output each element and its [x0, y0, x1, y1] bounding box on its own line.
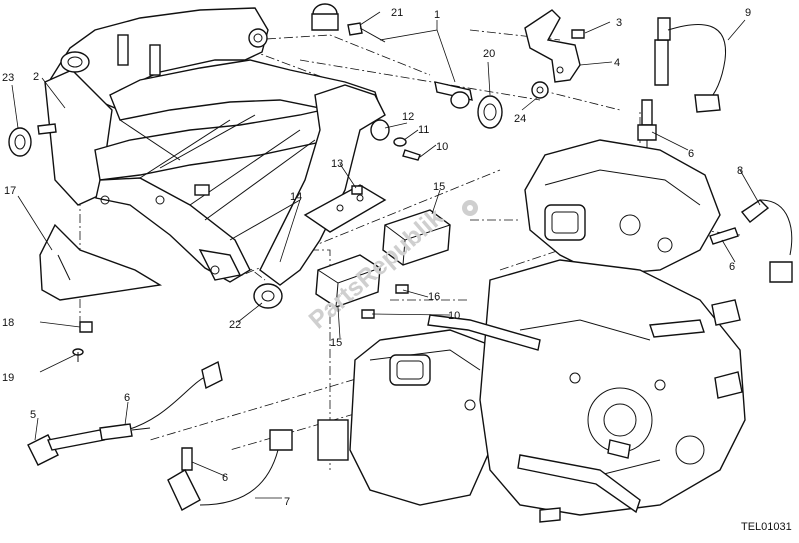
- callout-14: 14: [290, 191, 302, 203]
- part-15-relay-upper: [382, 209, 451, 266]
- callout-5: 5: [30, 409, 36, 421]
- part-6-spark-plug-upper: [637, 99, 657, 155]
- callout-21: 21: [391, 7, 403, 19]
- part-5-ignition-cap-lower: [27, 360, 223, 466]
- main-frame: [37, 7, 386, 286]
- part-6-spark-plug-lower-mid: [181, 447, 193, 471]
- part-19-pin: [72, 348, 84, 362]
- callout-19: 19: [2, 372, 14, 384]
- part-6-spark-plug-right: [709, 227, 739, 245]
- callout-9: 9: [745, 7, 751, 19]
- callout-15-lower: 15: [330, 337, 342, 349]
- part-16-screw: [361, 284, 409, 319]
- callout-13: 13: [331, 158, 343, 170]
- drawing-code: TEL01031: [741, 521, 792, 533]
- callout-6-upper: 6: [688, 148, 694, 160]
- engine-assembly: [317, 139, 746, 523]
- callout-20: 20: [483, 48, 495, 60]
- callout-6-right: 6: [729, 261, 735, 273]
- part-7-ignition-cap-lower-mid: [167, 429, 293, 511]
- part-6-spark-plug-lower-left: [99, 423, 151, 441]
- callout-10-lower: 10: [448, 310, 460, 322]
- callout-15-upper: 15: [433, 181, 445, 193]
- callout-23: 23: [2, 72, 14, 84]
- part-9-ignition-cap-upper: [654, 17, 727, 113]
- callout-12: 12: [402, 111, 414, 123]
- callout-2: 2: [33, 71, 39, 83]
- callout-11: 11: [418, 124, 429, 136]
- callout-6-lower-left: 6: [124, 392, 130, 404]
- part-23-rubber-grommet: [8, 127, 32, 157]
- callout-10-upper: 10: [436, 141, 448, 153]
- callout-22: 22: [229, 319, 241, 331]
- part-15-relay-lower: [315, 254, 381, 308]
- callout-1: 1: [434, 9, 440, 21]
- part-11-washer: [393, 137, 407, 147]
- part-3-screw: [571, 29, 585, 39]
- callout-3: 3: [616, 17, 622, 29]
- part-21-damper: [311, 3, 386, 43]
- part-4-bracket: [524, 9, 581, 83]
- part-13-screw: [351, 185, 363, 195]
- callout-18: 18: [2, 317, 14, 329]
- callout-8: 8: [737, 165, 743, 177]
- part-1-pin-bolt: [434, 81, 473, 109]
- part-17-cover-plate: [39, 223, 163, 301]
- part-24-spacer: [531, 81, 549, 99]
- part-20-bush: [477, 95, 503, 129]
- part-14-mount-bracket: [303, 184, 387, 233]
- callout-7: 7: [284, 496, 290, 508]
- callout-4: 4: [614, 57, 620, 69]
- callout-16: 16: [428, 291, 440, 303]
- callout-17: 17: [4, 185, 16, 197]
- callout-24: 24: [514, 113, 526, 125]
- callout-6-lower-mid: 6: [222, 472, 228, 484]
- part-12-bush: [370, 119, 390, 141]
- part-8-ignition-cap-right: [740, 199, 793, 283]
- leader-lines: [11, 11, 761, 499]
- part-10-screw-top: [402, 149, 421, 161]
- part-22-damper: [253, 283, 283, 309]
- callout-labels: 21 1 3 4 9 20 24 6 12 11 10 23 2 13 14 1…: [2, 7, 751, 508]
- part-18-bush: [79, 321, 93, 333]
- gear-icon: [462, 200, 478, 216]
